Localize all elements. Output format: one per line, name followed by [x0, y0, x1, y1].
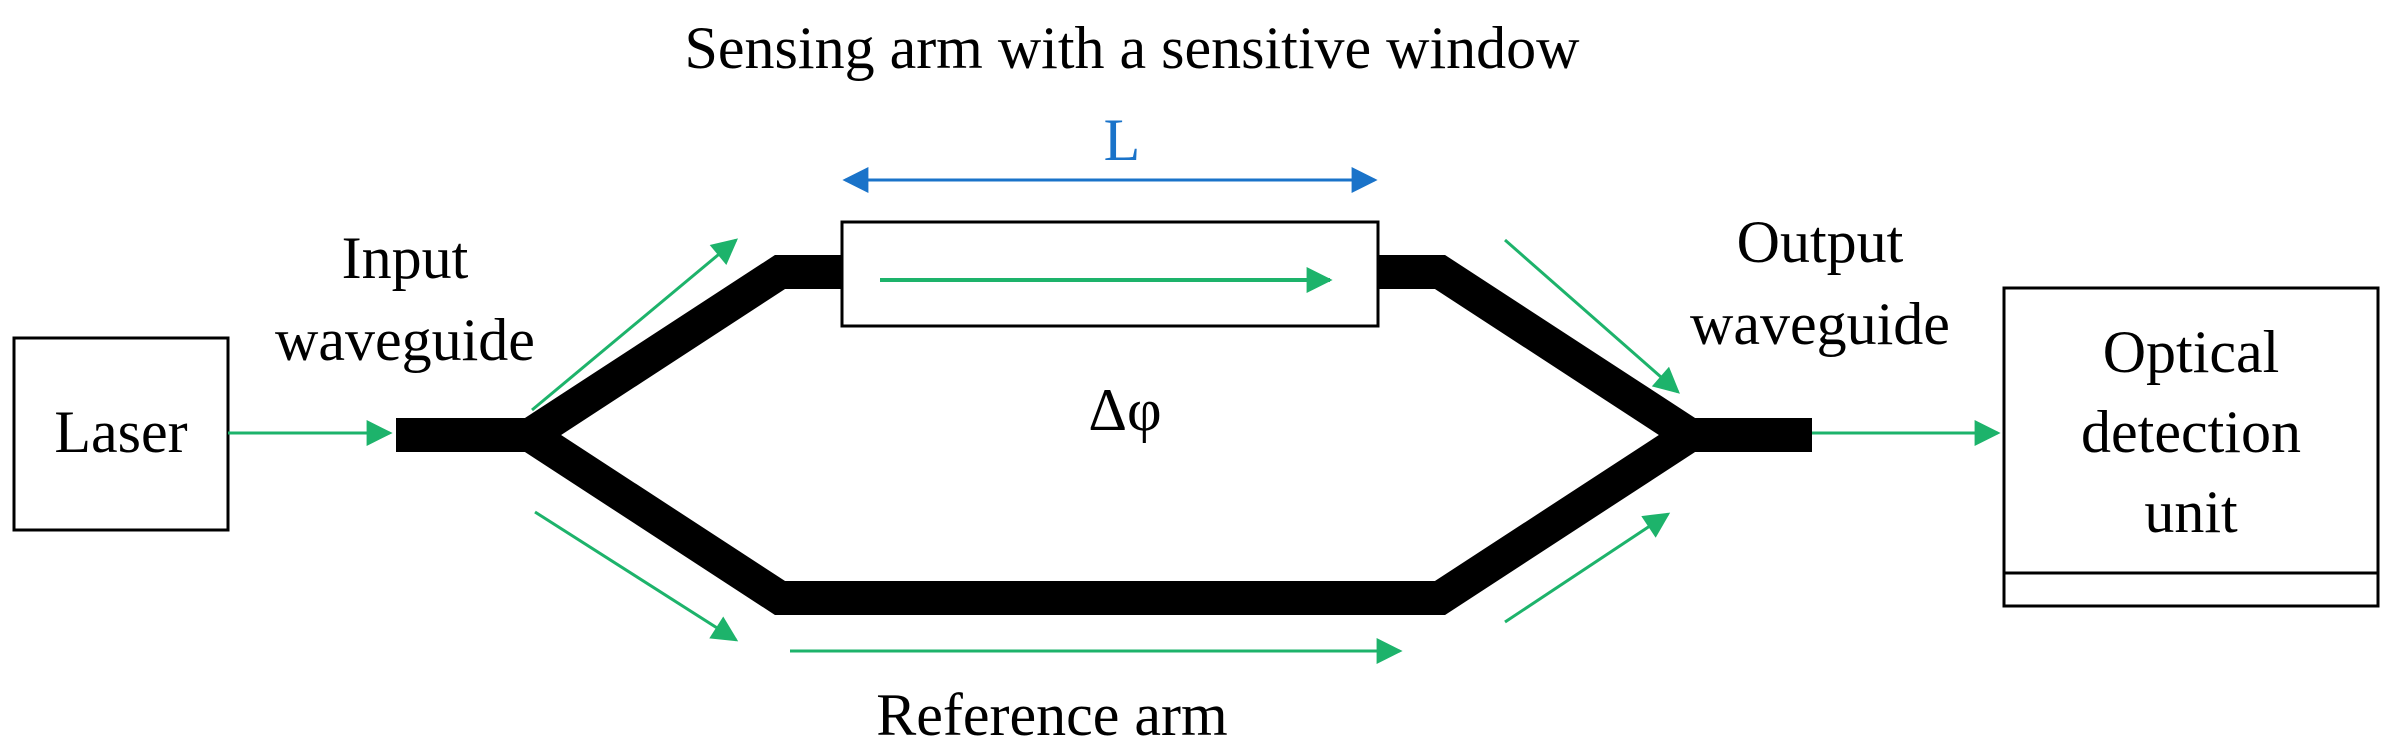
detector-box	[2002, 286, 2380, 608]
sensing-arm-right	[1378, 255, 1700, 450]
laser-box	[12, 336, 230, 532]
detector-label-line3: unit	[2144, 479, 2238, 545]
waveguide-network	[396, 255, 1812, 615]
detector-label-line2: detection	[2081, 399, 2301, 465]
sensing-arm-label: Sensing arm with a sensitive window	[685, 15, 1581, 81]
reference-arm	[520, 420, 1700, 615]
length-label: L	[1104, 107, 1141, 173]
sensing-arm-left	[520, 255, 842, 450]
output-label-line2: waveguide	[1690, 291, 1950, 357]
phase-shift-label: Δφ	[1088, 377, 1161, 443]
sensitive-window	[840, 220, 1380, 328]
output-label-line1: Output	[1737, 209, 1904, 275]
upper-out-arrow	[1504, 238, 1680, 394]
detector-label-line1: Optical	[2103, 319, 2280, 385]
input-label-line2: waveguide	[275, 307, 535, 373]
input-label-line1: Input	[342, 225, 469, 291]
laser-label: Laser	[54, 399, 187, 465]
reference-arm-label: Reference arm	[876, 682, 1227, 745]
lower-in-arrow	[534, 510, 739, 642]
lower-out-arrow	[1504, 512, 1671, 624]
upper-in-arrow	[531, 238, 738, 412]
